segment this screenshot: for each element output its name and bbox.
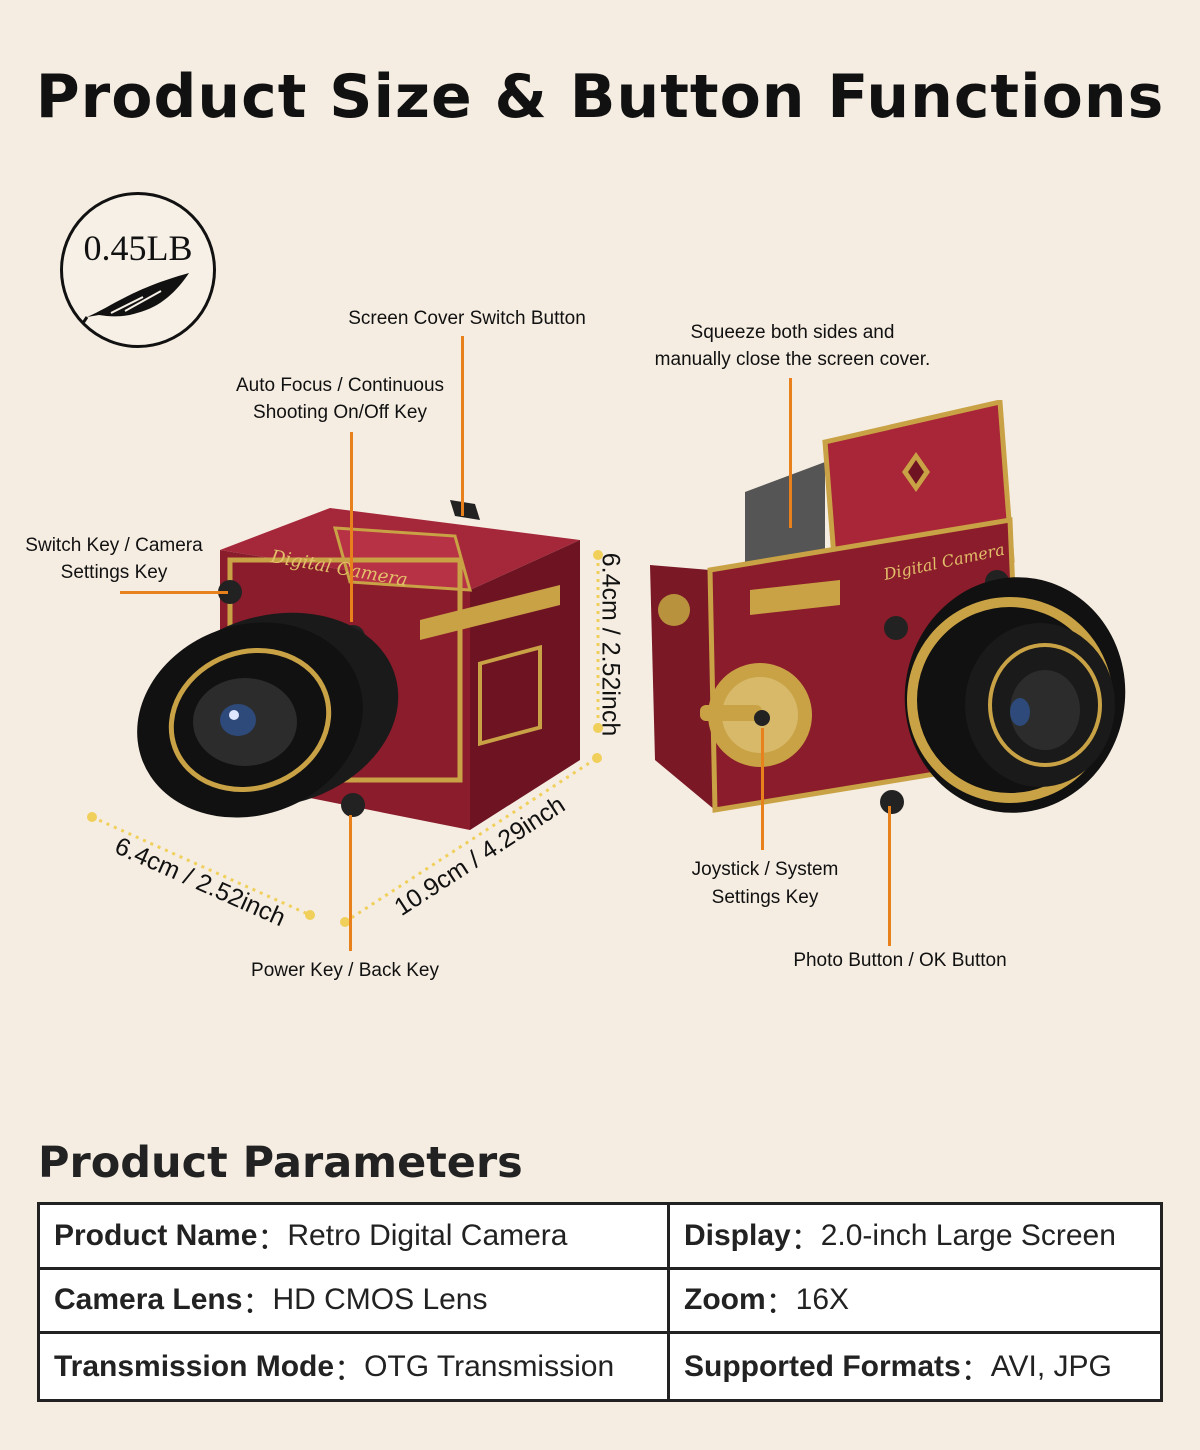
- param-separator: ：: [960, 1353, 991, 1387]
- switch-key-callout-line2: Settings Key: [60, 562, 168, 583]
- camera-back-view: Digital Camera: [650, 400, 1126, 814]
- autofocus-callout-line2: Shooting On/Off Key: [253, 402, 427, 423]
- param-value: Retro Digital Camera: [287, 1218, 568, 1252]
- switch-key-leader: [120, 591, 228, 594]
- joystick-callout-line2: Settings Key: [711, 887, 819, 908]
- param-key: Transmission Mode: [54, 1349, 335, 1383]
- height-dimension-label: 6.4cm / 2.52inch: [596, 552, 625, 737]
- param-cell: Zoom：16X: [670, 1270, 1160, 1335]
- photo-button-callout: Photo Button / OK Button: [793, 950, 1007, 971]
- power-key-callout: Power Key / Back Key: [251, 960, 439, 981]
- weight-label: 0.45LB: [83, 228, 193, 268]
- param-cell: Display：2.0-inch Large Screen: [670, 1205, 1160, 1270]
- param-separator: ：: [257, 1222, 288, 1256]
- param-separator: ：: [790, 1222, 821, 1256]
- param-value: AVI, JPG: [990, 1349, 1112, 1383]
- param-value: 2.0-inch Large Screen: [820, 1218, 1116, 1252]
- joystick-callout-line1: Joystick / System: [691, 859, 839, 880]
- squeeze-callout-line2: manually close the screen cover.: [654, 349, 931, 370]
- param-separator: ：: [765, 1287, 796, 1321]
- param-value: OTG Transmission: [364, 1349, 615, 1383]
- param-cell: Product Name：Retro Digital Camera: [40, 1205, 670, 1270]
- page-title: Product Size & Button Functions: [35, 62, 1165, 132]
- params-heading: Product Parameters: [38, 1138, 523, 1188]
- param-key: Zoom: [684, 1283, 766, 1317]
- screen-cover-switch-leader: [461, 336, 464, 516]
- params-table: Product Name：Retro Digital Camera Displa…: [37, 1202, 1163, 1402]
- autofocus-leader: [350, 432, 353, 622]
- feather-icon: [81, 273, 189, 324]
- param-key: Supported Formats: [684, 1349, 961, 1383]
- power-key-leader: [349, 815, 352, 951]
- param-key: Product Name: [54, 1218, 258, 1252]
- param-key: Camera Lens: [54, 1283, 243, 1317]
- weight-badge: 0.45LB: [60, 192, 216, 348]
- param-cell: Camera Lens：HD CMOS Lens: [40, 1269, 670, 1335]
- squeeze-callout-line1: Squeeze both sides and: [690, 322, 895, 343]
- photo-button-leader: [888, 806, 891, 946]
- param-cell: Supported Formats：AVI, JPG: [670, 1334, 1160, 1399]
- switch-key-callout-line1: Switch Key / Camera: [25, 535, 203, 556]
- dimension-lines: [87, 550, 603, 927]
- param-value: HD CMOS Lens: [272, 1283, 488, 1317]
- screen-cover-switch-callout: Screen Cover Switch Button: [348, 308, 586, 329]
- joystick-leader: [761, 728, 764, 850]
- param-value: 16X: [795, 1283, 850, 1317]
- param-key: Display: [684, 1218, 791, 1252]
- length-dimension-line: [344, 756, 598, 924]
- autofocus-callout-line1: Auto Focus / Continuous: [235, 375, 445, 396]
- param-separator: ：: [242, 1287, 273, 1321]
- camera-front-view: Digital Camera: [137, 500, 580, 830]
- squeeze-leader: [789, 378, 792, 528]
- param-cell: Transmission Mode：OTG Transmission: [40, 1334, 670, 1399]
- param-separator: ：: [334, 1353, 365, 1387]
